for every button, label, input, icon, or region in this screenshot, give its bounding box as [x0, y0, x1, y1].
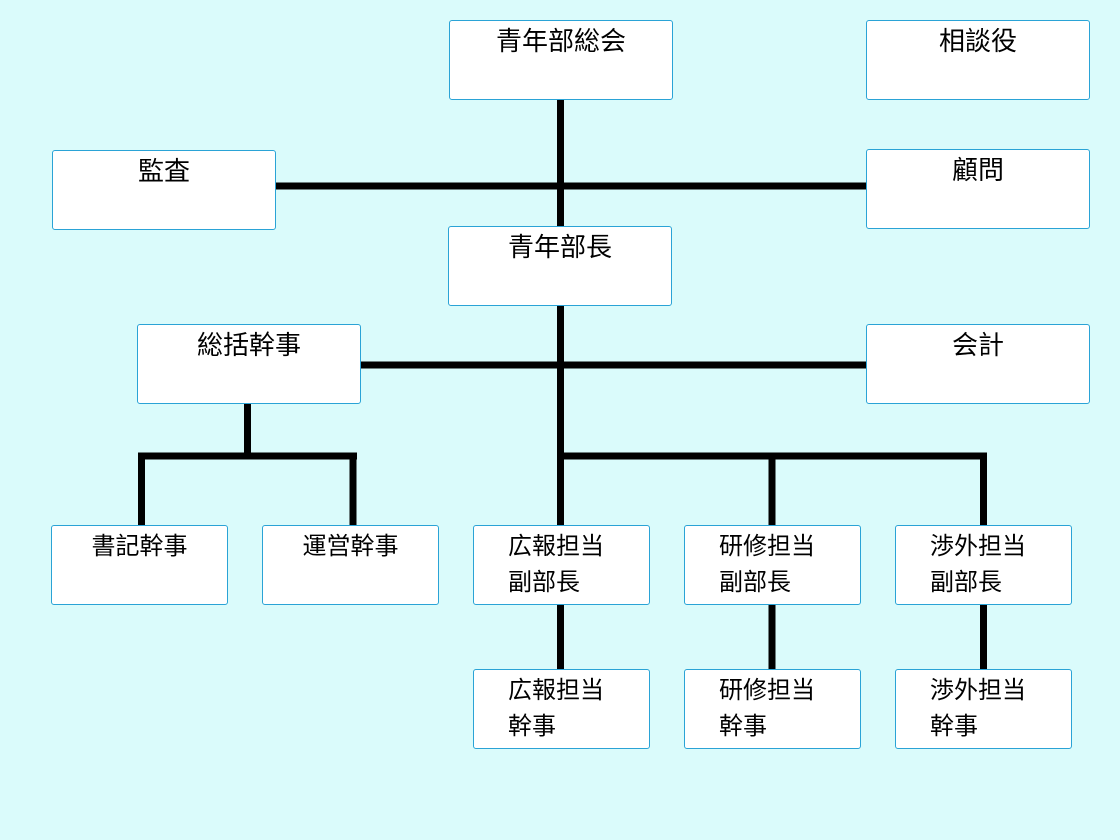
external-vice-director-box: 渉外担当 副部長 [895, 525, 1072, 605]
external-secretary-label: 渉外担当 幹事 [930, 676, 1026, 740]
counselor-box: 相談役 [866, 20, 1090, 100]
pr-secretary-label: 広報担当 幹事 [508, 676, 604, 740]
training-secretary-box: 研修担当 幹事 [684, 669, 861, 749]
training-secretary-label: 研修担当 幹事 [719, 676, 815, 740]
youth-director-label: 青年部長 [507, 233, 612, 263]
operations-secretary-label: 運営幹事 [302, 532, 399, 560]
training-vice-director-box: 研修担当 副部長 [684, 525, 861, 605]
advisor-box: 顧問 [866, 149, 1090, 229]
general-secretary-box: 総括幹事 [137, 324, 361, 404]
general-meeting-label: 青年部総会 [495, 27, 626, 57]
auditor-label: 監査 [137, 157, 190, 187]
counselor-label: 相談役 [938, 27, 1017, 57]
external-secretary-box: 渉外担当 幹事 [895, 669, 1072, 749]
pr-vice-director-box: 広報担当 副部長 [473, 525, 650, 605]
pr-vice-director-label: 広報担当 副部長 [508, 532, 604, 596]
treasurer-box: 会計 [866, 324, 1090, 404]
general-meeting-box: 青年部総会 [449, 20, 673, 100]
training-vice-director-label: 研修担当 副部長 [719, 532, 815, 596]
general-secretary-label: 総括幹事 [196, 331, 301, 361]
auditor-box: 監査 [52, 150, 276, 230]
advisor-label: 顧問 [951, 156, 1004, 186]
operations-secretary-box: 運営幹事 [262, 525, 439, 605]
pr-secretary-box: 広報担当 幹事 [473, 669, 650, 749]
treasurer-label: 会計 [951, 331, 1004, 361]
recording-secretary-label: 書記幹事 [91, 532, 188, 560]
recording-secretary-box: 書記幹事 [51, 525, 228, 605]
youth-director-box: 青年部長 [448, 226, 672, 306]
external-vice-director-label: 渉外担当 副部長 [930, 532, 1026, 596]
